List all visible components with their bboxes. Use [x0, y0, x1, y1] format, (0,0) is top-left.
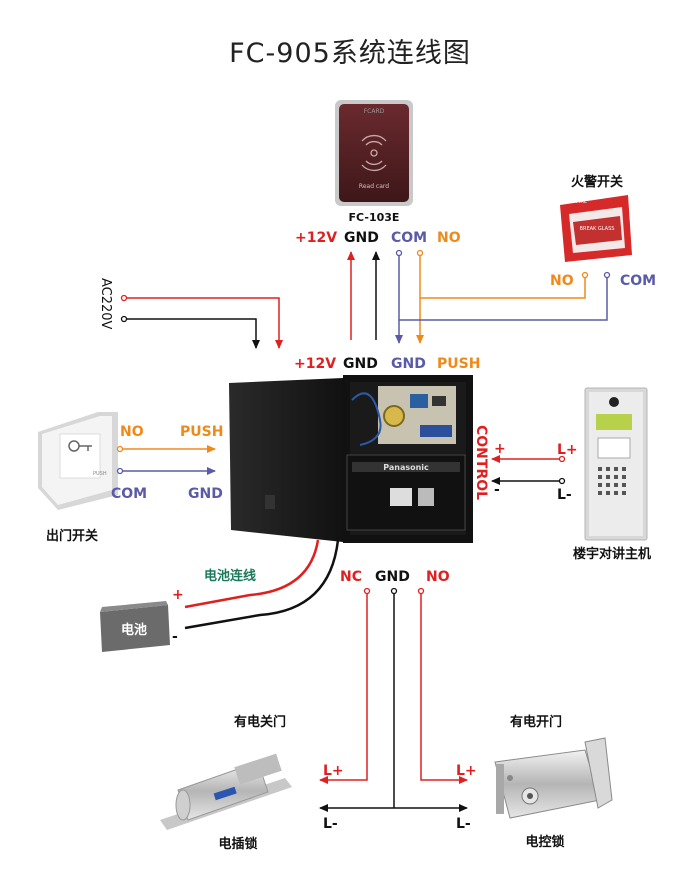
- wire-battery-plus: [184, 539, 320, 609]
- intercom-panel: [584, 387, 648, 541]
- bolt-lock-label: 电插锁: [218, 836, 257, 852]
- intercom-l-plus-label: L+: [557, 442, 578, 458]
- wire-no-to-rim: [420, 594, 468, 784]
- battery-wire-label: 电池连线: [204, 568, 256, 584]
- intercom-control-label: CONTROL: [473, 425, 489, 500]
- ctrl-gnd2-label: GND: [391, 356, 426, 372]
- reader-12v-label: +12V: [295, 230, 337, 246]
- exit-gnd-label: GND: [188, 486, 223, 502]
- fire-no-label: NO: [550, 273, 574, 289]
- lock-gnd-label: GND: [375, 569, 410, 585]
- wire-nc-to-bolt: [319, 594, 368, 784]
- ctrl-gnd-label: GND: [343, 356, 378, 372]
- reader-com-label: COM: [391, 230, 427, 246]
- wire-fire-com: [399, 278, 608, 321]
- rim-l-minus: L-: [456, 816, 471, 832]
- fire-com-label: COM: [620, 273, 656, 289]
- rim-lock-label: 电控锁: [525, 834, 564, 850]
- ctrl-12v-label: +12V: [294, 356, 336, 372]
- lock-no-label: NO: [426, 569, 450, 585]
- battery-label: 电池: [121, 622, 147, 638]
- key-icon: [68, 440, 92, 452]
- wire-ac-live: [127, 297, 283, 349]
- rim-lock: [494, 737, 613, 819]
- ac220v-label: AC220V: [98, 278, 113, 330]
- exit-push-label: PUSH: [180, 424, 223, 440]
- wire-battery-minus: [184, 539, 340, 630]
- exit-button-label: 出门开关: [46, 528, 98, 544]
- ctrl-push-label: PUSH: [437, 356, 480, 372]
- reader-model-label: FC-103E: [349, 211, 400, 224]
- reader-card-text: Read card: [359, 183, 389, 190]
- bolt-lock: [160, 753, 292, 830]
- battery-pack: [100, 601, 170, 652]
- intercom-label: 楼宇对讲主机: [573, 546, 651, 562]
- bolt-l-minus: L-: [323, 816, 338, 832]
- keypad: [598, 467, 626, 495]
- exit-button: PUSH: [38, 412, 118, 510]
- reader-brand: FCARD: [364, 108, 385, 115]
- bolt-l-plus: L+: [323, 763, 344, 779]
- access-controller-box: Panasonic: [229, 375, 473, 543]
- reader-no-label: NO: [437, 230, 461, 246]
- reader-gnd-label: GND: [344, 230, 379, 246]
- battery-brand-text: Panasonic: [383, 463, 429, 472]
- intercom-minus: -: [494, 482, 500, 498]
- battery-minus-label: -: [172, 629, 178, 645]
- lock-nc-label: NC: [340, 569, 362, 585]
- exit-com-label: COM: [111, 486, 147, 502]
- fire-alarm-label: 火警开关: [571, 174, 623, 190]
- battery-plus-label: +: [172, 587, 184, 603]
- fire-glass-text: BREAK GLASS: [580, 226, 615, 232]
- rfid-icon: [361, 135, 387, 171]
- intercom-l-minus-label: L-: [557, 487, 572, 503]
- exit-no-label: NO: [120, 424, 144, 440]
- intercom-plus: +: [494, 441, 506, 457]
- fire-text: FIRE: [576, 199, 587, 205]
- bolt-caption: 有电关门: [234, 714, 286, 730]
- wire-fire-no: [420, 278, 586, 299]
- rim-caption: 有电开门: [510, 714, 562, 730]
- intercom-control-labels: CONTROL + -: [473, 425, 506, 500]
- wire-ac-neutral: [127, 318, 260, 349]
- card-reader: FCARD Read card: [335, 100, 413, 206]
- exit-plate-text: PUSH: [93, 471, 107, 477]
- rim-l-plus: L+: [456, 763, 477, 779]
- page-title: FC-905系统连线图: [229, 38, 471, 69]
- fire-alarm-switch: BREAK GLASS FIRE: [560, 195, 632, 262]
